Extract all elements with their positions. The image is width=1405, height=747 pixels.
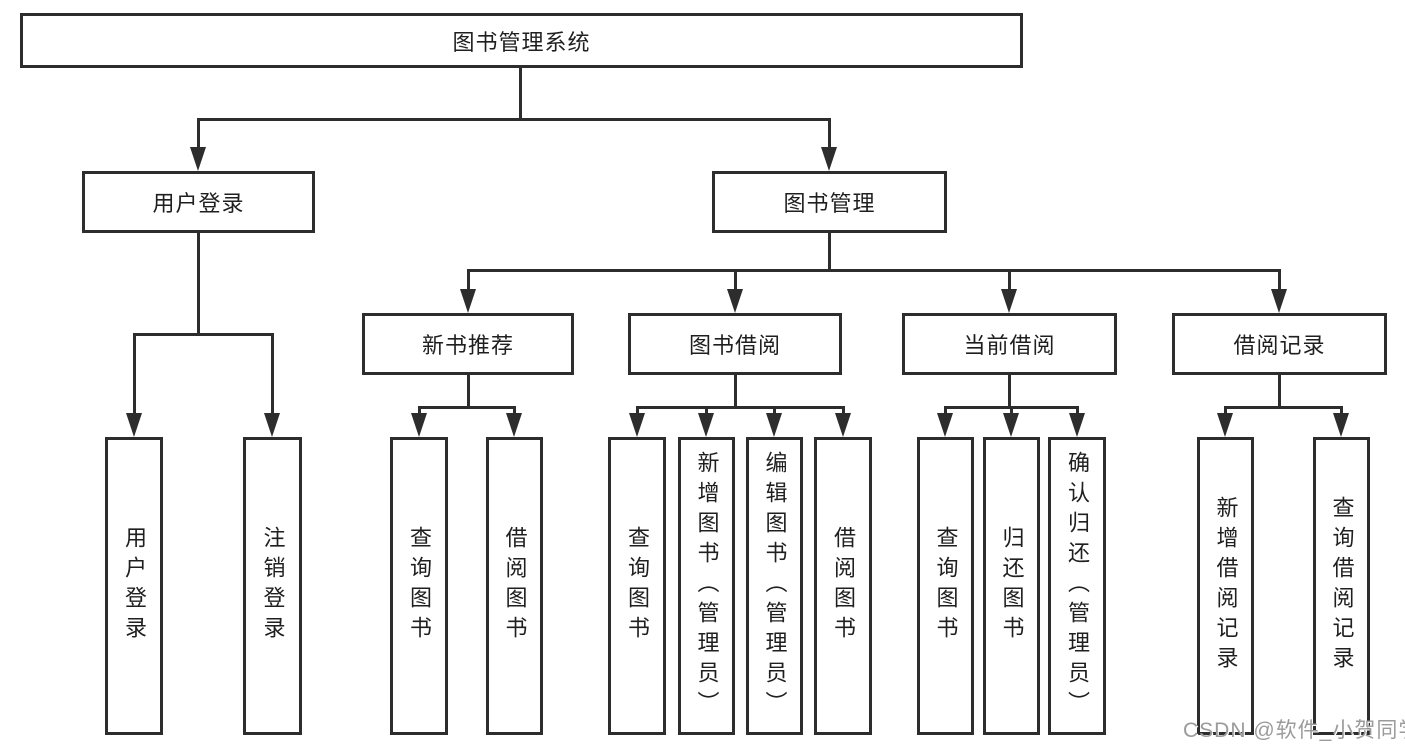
leaf-bb-borrow-books-label: 借阅图书 — [831, 526, 856, 646]
connector-arrow-stem — [828, 118, 831, 150]
arrowhead-down-icon — [937, 413, 953, 437]
node-root-label: 图书管理系统 — [452, 29, 591, 55]
connector-arrow-stem — [133, 333, 136, 416]
connector-newbook-bus — [418, 406, 515, 409]
leaf-br-query-record-label: 查询借阅记录 — [1329, 496, 1355, 676]
connector-bookborrow-stem — [734, 373, 737, 409]
connector-arrow-stem — [734, 269, 737, 292]
leaf-user-login: 用户登录 — [105, 437, 163, 735]
arrowhead-down-icon — [506, 413, 522, 437]
connector-arrow-stem — [1076, 406, 1079, 416]
arrowhead-down-icon — [264, 413, 280, 437]
arrowhead-down-icon — [1001, 289, 1017, 313]
connector-bookmgmt-bus — [467, 269, 1280, 272]
connector-userlogin-stem — [197, 231, 200, 336]
leaf-logout-label: 注销登录 — [260, 526, 286, 646]
node-new-book-recommend: 新书推荐 — [362, 313, 574, 375]
node-user-login-label: 用户登录 — [152, 191, 245, 216]
arrowhead-down-icon — [411, 413, 427, 437]
connector-arrow-stem — [1224, 406, 1227, 416]
leaf-bb-add-books-admin-label: 新增图书（管理员） — [694, 451, 720, 721]
leaf-cb-query-books: 查询图书 — [917, 437, 974, 735]
leaf-bb-edit-books-admin-label: 编辑图书（管理员） — [762, 451, 788, 721]
arrowhead-down-icon — [629, 413, 645, 437]
connector-arrow-stem — [197, 118, 200, 150]
leaf-nb-borrow-books: 借阅图书 — [486, 437, 543, 735]
node-book-management-label: 图书管理 — [783, 191, 876, 216]
leaf-cb-confirm-return-admin-label: 确认归还（管理员） — [1065, 451, 1090, 721]
leaf-br-add-record: 新增借阅记录 — [1197, 437, 1254, 735]
node-book-borrow-label: 图书借阅 — [688, 333, 781, 358]
connector-arrow-stem — [1278, 269, 1281, 292]
leaf-bb-borrow-books: 借阅图书 — [814, 437, 872, 735]
node-borrow-records: 借阅记录 — [1172, 313, 1387, 375]
node-current-borrow: 当前借阅 — [902, 313, 1117, 375]
leaf-br-add-record-label: 新增借阅记录 — [1213, 496, 1239, 676]
connector-arrow-stem — [773, 406, 776, 416]
arrowhead-down-icon — [126, 413, 142, 437]
leaf-bb-add-books-admin: 新增图书（管理员） — [678, 437, 735, 735]
node-user-login: 用户登录 — [82, 171, 315, 233]
connector-arrow-stem — [705, 406, 708, 416]
node-borrow-records-label: 借阅记录 — [1233, 333, 1326, 358]
leaf-cb-confirm-return-admin: 确认归还（管理员） — [1048, 437, 1106, 735]
leaf-nb-query-books: 查询图书 — [390, 437, 448, 735]
arrowhead-down-icon — [1333, 413, 1349, 437]
connector-arrow-stem — [418, 406, 421, 416]
arrowhead-down-icon — [190, 147, 206, 171]
connector-currentborrow-stem — [1008, 373, 1011, 409]
connector-arrow-stem — [636, 406, 639, 416]
leaf-bb-query-books: 查询图书 — [608, 437, 666, 735]
connector-arrow-stem — [1008, 269, 1011, 292]
arrowhead-down-icon — [1217, 413, 1233, 437]
leaf-nb-borrow-books-label: 借阅图书 — [502, 526, 528, 646]
node-new-book-recommend-label: 新书推荐 — [421, 333, 514, 358]
connector-root-stem — [519, 66, 522, 121]
csdn-watermark: CSDN @软件_小贺同学 — [1183, 719, 1405, 742]
arrowhead-down-icon — [766, 413, 782, 437]
leaf-nb-query-books-label: 查询图书 — [407, 526, 432, 646]
leaf-br-query-record: 查询借阅记录 — [1313, 437, 1370, 735]
connector-arrow-stem — [513, 406, 516, 416]
node-root: 图书管理系统 — [20, 13, 1023, 68]
arrowhead-down-icon — [835, 413, 851, 437]
node-book-management: 图书管理 — [712, 171, 947, 233]
connector-arrow-stem — [944, 406, 947, 416]
connector-arrow-stem — [467, 269, 470, 292]
leaf-logout: 注销登录 — [243, 437, 302, 735]
arrowhead-down-icon — [821, 147, 837, 171]
arrowhead-down-icon — [1003, 413, 1019, 437]
leaf-user-login-label: 用户登录 — [122, 526, 147, 646]
connector-arrow-stem — [842, 406, 845, 416]
connector-arrow-stem — [1340, 406, 1343, 416]
node-book-borrow: 图书借阅 — [628, 313, 842, 375]
connector-userlogin-bus — [133, 333, 274, 336]
arrowhead-down-icon — [460, 289, 476, 313]
leaf-bb-edit-books-admin: 编辑图书（管理员） — [746, 437, 803, 735]
leaf-cb-return-books: 归还图书 — [983, 437, 1040, 735]
leaf-bb-query-books-label: 查询图书 — [625, 526, 650, 646]
arrowhead-down-icon — [1271, 289, 1287, 313]
node-current-borrow-label: 当前借阅 — [963, 333, 1056, 358]
connector-root-bus — [197, 118, 830, 121]
connector-newbook-stem — [467, 373, 470, 409]
connector-borrowrecords-bus — [1224, 406, 1342, 409]
connector-bookmgmt-stem — [828, 231, 831, 272]
arrowhead-down-icon — [1069, 413, 1085, 437]
connector-arrow-stem — [271, 333, 274, 416]
leaf-cb-query-books-label: 查询图书 — [933, 526, 959, 646]
leaf-cb-return-books-label: 归还图书 — [999, 526, 1025, 646]
connector-arrow-stem — [1010, 406, 1013, 416]
arrowhead-down-icon — [727, 289, 743, 313]
arrowhead-down-icon — [698, 413, 714, 437]
connector-bookborrow-bus — [636, 406, 844, 409]
connector-borrowrecords-stem — [1278, 373, 1281, 409]
